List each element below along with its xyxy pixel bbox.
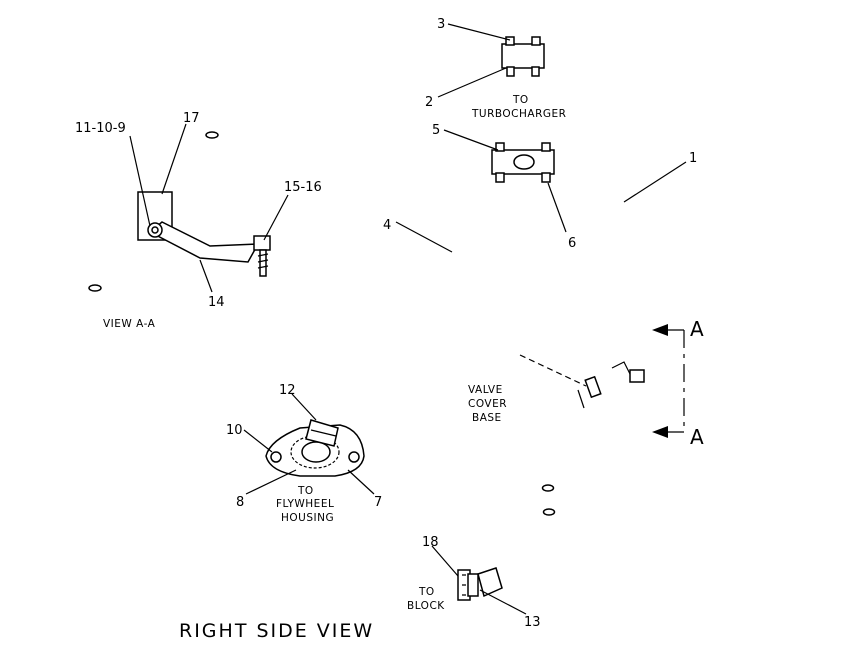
- leader-lines: [129, 23, 687, 615]
- label-14: 14: [208, 295, 225, 310]
- label-10: 10: [226, 423, 243, 438]
- caption-turbo-name: TURBOCHARGER: [471, 108, 566, 120]
- label-12: 12: [279, 383, 296, 398]
- label-18: 18: [422, 535, 439, 550]
- label-7: 7: [374, 495, 382, 510]
- view-a-a-detail: [88, 131, 271, 292]
- caption-valve: VALVE: [468, 384, 503, 396]
- label-2: 2: [425, 95, 433, 110]
- label-1: 1: [689, 151, 697, 166]
- caption-block-name: BLOCK: [407, 600, 445, 612]
- tube-4: [326, 164, 527, 444]
- label-6: 6: [568, 236, 576, 251]
- label-13: 13: [524, 615, 541, 630]
- caption-flywheel-name: FLYWHEEL: [276, 498, 334, 510]
- flywheel-flange: [265, 419, 365, 477]
- right-side-view-title: RIGHT SIDE VIEW: [179, 620, 374, 642]
- turbo-flange-lower: [491, 142, 555, 183]
- block-fitting: [457, 567, 503, 601]
- caption-base: BASE: [472, 412, 502, 424]
- tube-13: [484, 508, 556, 586]
- tube-1: [536, 53, 637, 492]
- label-5: 5: [432, 123, 440, 138]
- label-11-10-9: 11-10-9: [75, 121, 126, 136]
- label-3: 3: [437, 17, 445, 32]
- label-17: 17: [183, 111, 200, 126]
- caption-flywheel-housing: HOUSING: [281, 512, 334, 524]
- turbo-flange-upper: [501, 36, 545, 77]
- caption-cover: COVER: [468, 398, 507, 410]
- section-line-a-a: [652, 324, 685, 438]
- label-8: 8: [236, 495, 244, 510]
- section-letter-bottom: A: [690, 425, 704, 449]
- view-a-a-title: VIEW A-A: [103, 318, 156, 330]
- section-letter-top: A: [690, 317, 704, 341]
- caption-block-to: TO: [418, 586, 435, 598]
- label-15-16: 15-16: [284, 180, 322, 195]
- caption-flywheel-to: TO: [297, 485, 314, 497]
- caption-turbo-to: TO: [512, 94, 529, 106]
- valve-cover-clamp: [577, 361, 645, 409]
- label-4: 4: [383, 218, 391, 233]
